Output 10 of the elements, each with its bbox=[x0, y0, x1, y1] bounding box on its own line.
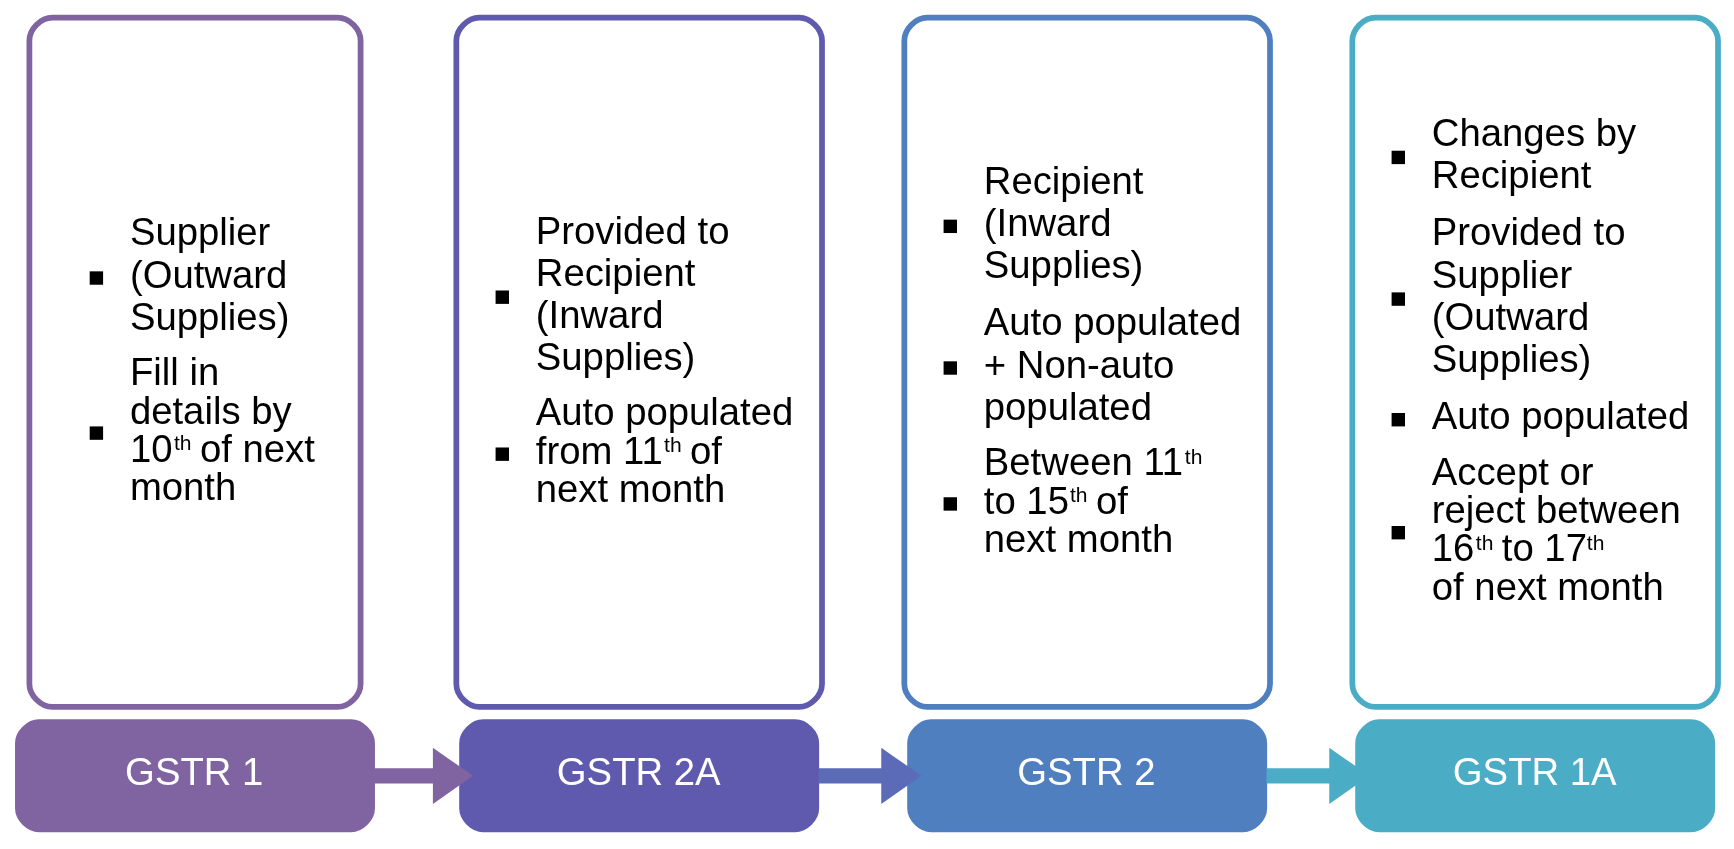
node-box: GSTR 2 bbox=[907, 719, 1268, 833]
node-box: Recipient (Inward Supplies) Auto populated + Non-auto populated Between 11$^{th}$ to 15$^{th}$ of next month bbox=[901, 14, 1273, 710]
arrow bbox=[374, 747, 474, 804]
node-box: Supplier (Outward Supplies) Fill in details by 10$^{th}$ of next month bbox=[26, 14, 364, 710]
node-box: GSTR 1 bbox=[15, 719, 375, 833]
node-box: GSTR 1A bbox=[1355, 719, 1716, 833]
node-box: Changes by Recipient Provided to Supplier (Outward Supplies) Auto populated Accept or reject between 16$^{th}$ to 17$^{th}$ of next month bbox=[1349, 14, 1721, 710]
node-box: Provided to Recipient (Inward Supplies) Auto populated from 11$^{th}$ of next month bbox=[453, 14, 825, 710]
arrow bbox=[818, 747, 922, 804]
node-box: GSTR 2A bbox=[459, 719, 820, 833]
